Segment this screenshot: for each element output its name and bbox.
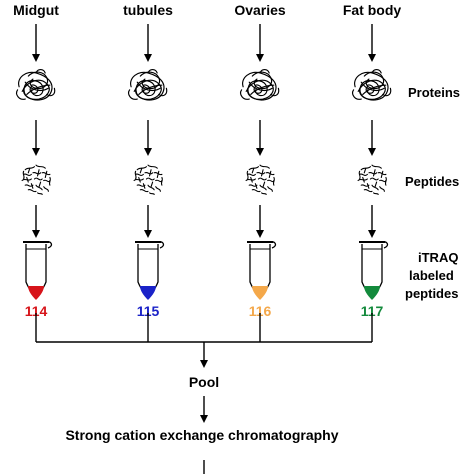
- microcentrifuge-tube-icon: [247, 240, 277, 300]
- sample-column-3: Ovaries 116: [234, 2, 286, 319]
- tissue-label: Ovaries: [234, 2, 286, 18]
- labeled-sample-fill: [28, 286, 44, 300]
- microcentrifuge-tube-icon: [359, 240, 389, 300]
- peptide-fragments-icon: [133, 164, 163, 195]
- microcentrifuge-tube-icon: [23, 240, 53, 300]
- itraq-tag-label: 117: [361, 303, 384, 319]
- labeled-sample-fill: [364, 286, 380, 300]
- tangled-protein-icon: [352, 68, 392, 101]
- peptide-fragments-icon: [21, 164, 51, 195]
- labeled-sample-fill: [252, 286, 268, 300]
- sample-column-2: tubules 115: [123, 2, 173, 319]
- tangled-protein-icon: [128, 68, 168, 101]
- microcentrifuge-tube-icon: [135, 240, 165, 300]
- tissue-label: Fat body: [343, 2, 402, 18]
- row-label-peptides: Peptides: [405, 174, 459, 189]
- sample-column-4: Fat body 117: [343, 2, 402, 319]
- row-label-itraq: iTRAQ labeled peptides: [405, 250, 458, 301]
- row-label-proteins: Proteins: [408, 85, 460, 100]
- tissue-label: tubules: [123, 2, 173, 18]
- tangled-protein-icon: [240, 68, 280, 101]
- pool-label: Pool: [189, 374, 219, 390]
- pool-connector: [35, 313, 373, 368]
- scx-label: Strong cation exchange chromatography: [65, 427, 338, 443]
- svg-text:Proteins: Proteins: [408, 85, 460, 100]
- tangled-protein-icon: [16, 68, 56, 101]
- itraq-tag-label: 116: [249, 303, 272, 319]
- itraq-tag-label: 115: [137, 303, 160, 319]
- svg-text:iTRAQ: iTRAQ: [418, 250, 458, 265]
- peptide-fragments-icon: [357, 164, 387, 195]
- svg-text:peptides: peptides: [405, 286, 458, 301]
- itraq-tag-label: 114: [25, 303, 48, 319]
- svg-text:Peptides: Peptides: [405, 174, 459, 189]
- sample-column-1: Midgut 114: [13, 2, 59, 319]
- svg-text:labeled: labeled: [409, 268, 454, 283]
- tissue-label: Midgut: [13, 2, 59, 18]
- peptide-fragments-icon: [245, 164, 275, 195]
- labeled-sample-fill: [140, 286, 156, 300]
